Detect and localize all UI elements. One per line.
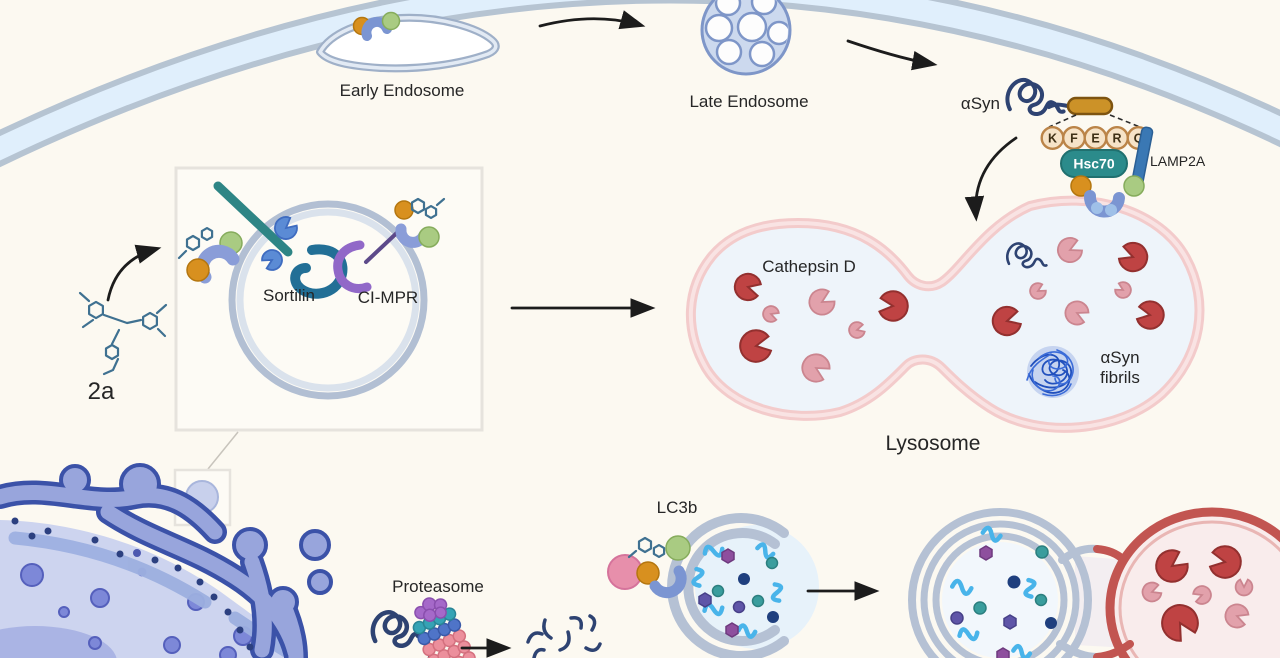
early-endosome	[316, 11, 500, 73]
early-endosome-receptor	[352, 11, 401, 41]
lc3b-label: LC3b	[657, 498, 698, 517]
late-endosome-label: Late Endosome	[689, 92, 808, 111]
compound-2a-molecules	[78, 291, 168, 376]
lamp2a-label: LAMP2A	[1150, 153, 1206, 169]
trafficking-vesicle-box	[173, 166, 484, 527]
ribosome-dots	[11, 517, 254, 651]
kferq-letter-k: K	[1048, 132, 1057, 146]
kferq-dash-left	[1048, 114, 1077, 128]
asyn-fibrils-label-line2: fibrils	[1100, 368, 1140, 387]
nucleus	[0, 520, 300, 658]
lc3b-autophagosome	[607, 513, 819, 658]
box-left-receptor-complex	[177, 227, 243, 284]
proteasome	[373, 597, 602, 658]
autolysosome-fusion	[908, 507, 1280, 658]
kferq-dash-right	[1109, 114, 1141, 128]
cathepsin-d-label: Cathepsin D	[762, 257, 856, 276]
compound-2a-label: 2a	[88, 378, 115, 405]
sortilin-label: Sortilin	[263, 286, 315, 305]
lc3b-receptor-complex	[607, 535, 691, 599]
lysosome-label: Lysosome	[886, 432, 981, 455]
ci-mpr-cargo-complex	[394, 197, 446, 248]
autophagosome-inner-membrane	[683, 528, 780, 646]
arrow-early-to-late	[538, 10, 646, 30]
nucleolus	[0, 626, 117, 658]
kferq-motif: K F E R Q	[1040, 96, 1151, 150]
late-endosome	[700, 0, 792, 76]
hsc70-chaperone: Hsc70	[1060, 149, 1128, 178]
ci-mpr-receptor	[333, 197, 446, 293]
kferq-letter-q: Q	[1134, 132, 1144, 146]
kferq-letter-f: F	[1070, 132, 1078, 146]
asyn-protein	[1007, 80, 1070, 114]
fusion-autophagosome-lobe	[908, 508, 1092, 658]
proteasome-cap	[414, 597, 448, 622]
nucleus-er	[0, 463, 333, 658]
kferq-letter-r: R	[1112, 132, 1121, 146]
arrow-late-to-cma	[846, 39, 938, 71]
proteasome-label: Proteasome	[392, 577, 484, 596]
early-endosome-label: Early Endosome	[340, 81, 465, 100]
hsc70-label: Hsc70	[1073, 156, 1114, 172]
er-tubules	[0, 463, 333, 658]
cell-membrane	[0, 0, 1280, 168]
lysosome	[686, 195, 1205, 433]
arrow-cma-into-lysosome	[964, 136, 1018, 222]
asyn-fibrils	[1026, 346, 1079, 398]
proteasome-barrel	[412, 597, 476, 658]
cma-translocation-complex	[1070, 175, 1145, 218]
asyn-label: αSyn	[961, 94, 1000, 113]
kferq-letter-e: E	[1091, 132, 1099, 146]
protein-fragments	[526, 614, 602, 658]
asyn-fibrils-label-line1: αSyn	[1100, 348, 1139, 367]
autophagosome-cargo	[689, 541, 786, 639]
arrow-2a-to-vesicle	[106, 244, 162, 302]
callout-line	[207, 431, 239, 470]
kferq-residues: K F E R Q	[1040, 125, 1151, 150]
ci-mpr-label: CI-MPR	[358, 288, 418, 307]
vesicle-membrane	[228, 200, 428, 400]
kferq-tag	[1066, 96, 1114, 116]
fusion-cargo	[949, 525, 1057, 658]
